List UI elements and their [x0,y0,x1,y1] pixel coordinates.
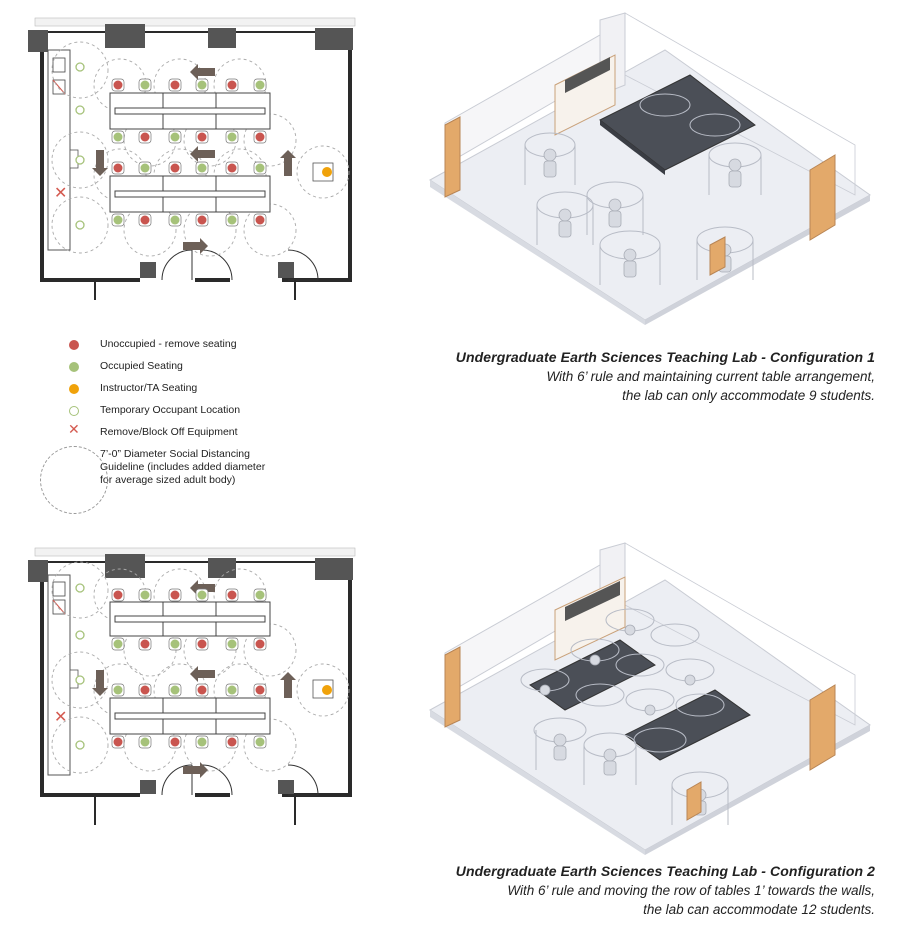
unoccupied-seat [170,80,180,90]
red-x-icon: ✕ [68,421,80,437]
isometric-drawing [429,542,871,855]
legend: Unoccupied - remove seating Occupied Sea… [40,338,360,526]
caption-title: Undergraduate Earth Sciences Teaching La… [455,863,875,879]
caption-configuration-2: Undergraduate Earth Sciences Teaching La… [456,862,875,919]
unoccupied-seat [255,215,265,225]
occupied-seat [197,590,207,600]
occupied-seat [113,685,123,695]
isometric-drawing [429,12,871,325]
occupied-seat [227,215,237,225]
unoccupied-seat [197,685,207,695]
unoccupied-seat [197,132,207,142]
legend-label: Occupied Seating [100,360,183,372]
green-ring-icon [69,406,79,416]
caption-configuration-1: Undergraduate Earth Sciences Teaching La… [456,348,875,405]
svg-text:✕: ✕ [54,185,67,202]
occupied-seat [227,132,237,142]
unoccupied-seat [255,685,265,695]
green-dot-icon [69,362,79,372]
occupied-seat [255,590,265,600]
unoccupied-seat [227,590,237,600]
unoccupied-seat [255,132,265,142]
legend-label: Unoccupied - remove seating [100,338,237,350]
occupied-seat [140,163,150,173]
unoccupied-seat [113,590,123,600]
legend-item-remove-equipment: ✕ Remove/Block Off Equipment [60,421,360,440]
floor-plan-configuration-1: ✕ [20,10,360,310]
legend-item-unoccupied: Unoccupied - remove seating [60,338,360,352]
caption-line: the lab can only accommodate 9 students. [622,388,875,403]
occupied-seat [113,215,123,225]
legend-label: Instructor/TA Seating [100,382,198,394]
caption-line: the lab can accommodate 12 students. [643,902,875,917]
caption-line: With 6’ rule and moving the row of table… [507,883,875,898]
red-dot-icon [69,340,79,350]
occupied-seat [227,685,237,695]
occupied-seat [170,132,180,142]
occupied-seat [255,737,265,747]
unoccupied-seat [197,639,207,649]
occupied-seat [170,215,180,225]
unoccupied-seat [227,163,237,173]
occupied-seat [113,132,123,142]
occupied-seat [255,163,265,173]
unoccupied-seat [170,163,180,173]
unoccupied-seat [113,80,123,90]
instructor-seat [322,685,332,695]
unoccupied-seat [170,590,180,600]
legend-item-instructor: Instructor/TA Seating [60,382,360,396]
unoccupied-seat [227,737,237,747]
occupied-seat [227,639,237,649]
unoccupied-seat [113,163,123,173]
unoccupied-seat [140,215,150,225]
legend-label: 7’-0” Diameter Social Distancing Guideli… [100,448,266,486]
unoccupied-seat [170,737,180,747]
occupied-seat [255,80,265,90]
unoccupied-seat [140,639,150,649]
floor-plan-drawing: ✕ [28,17,356,300]
isometric-view-configuration-1 [425,5,875,325]
caption-title: Undergraduate Earth Sciences Teaching La… [455,349,875,365]
legend-item-distancing-circle: 7’-0” Diameter Social Distancing Guideli… [40,446,360,518]
occupied-seat [140,590,150,600]
occupied-seat [170,685,180,695]
unoccupied-seat [255,639,265,649]
occupied-seat [197,737,207,747]
occupied-seat [140,80,150,90]
occupied-seat [140,737,150,747]
legend-item-occupied: Occupied Seating [60,360,360,374]
occupied-seat [197,80,207,90]
svg-text:✕: ✕ [54,709,67,726]
orange-dot-icon [69,384,79,394]
floor-plan-drawing: ✕ [28,547,356,825]
unoccupied-seat [113,737,123,747]
dashed-circle-icon [40,446,108,514]
legend-label: Remove/Block Off Equipment [100,426,238,438]
occupied-seat [113,639,123,649]
occupied-seat [197,163,207,173]
unoccupied-seat [140,132,150,142]
floor-plan-configuration-2: ✕ [20,540,360,840]
unoccupied-seat [227,80,237,90]
legend-label: Temporary Occupant Location [100,404,241,416]
unoccupied-seat [140,685,150,695]
legend-item-temporary: Temporary Occupant Location [60,404,360,418]
occupied-seat [170,639,180,649]
instructor-seat [322,167,332,177]
isometric-view-configuration-2 [425,535,875,855]
unoccupied-seat [197,215,207,225]
caption-line: With 6’ rule and maintaining current tab… [546,369,875,384]
